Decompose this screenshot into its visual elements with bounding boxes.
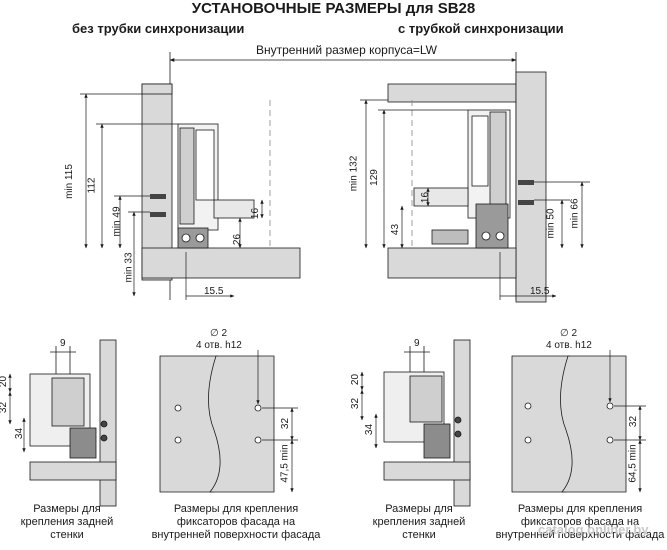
right-dimension-lines bbox=[360, 99, 590, 300]
dim-43: 43 bbox=[390, 223, 402, 236]
inner-width-label: Внутренний размер корпуса=LW bbox=[256, 43, 438, 57]
bl-rear-dims bbox=[8, 351, 76, 453]
br-dim-32: 32 bbox=[350, 397, 362, 410]
page-title: УСТАНОВОЧНЫЕ РАЗМЕРЫ для SB28 bbox=[191, 0, 476, 17]
br-front-32: 32 bbox=[628, 415, 640, 428]
br-front-dims bbox=[608, 350, 646, 493]
dim-min115: min 115 bbox=[63, 164, 75, 199]
left-cabinet-panels bbox=[141, 83, 301, 281]
bl-dim-32: 32 bbox=[0, 401, 10, 414]
bl-rear-drawing bbox=[29, 339, 117, 507]
caption-front-left: Размеры для крепления фиксаторов фасада … bbox=[151, 503, 321, 541]
bl-dim-34: 34 bbox=[14, 427, 26, 440]
dim-min132: min 132 bbox=[348, 155, 360, 192]
dim-112: 112 bbox=[86, 177, 98, 194]
right-screws bbox=[518, 180, 534, 205]
dim-15-5-right: 15.5 bbox=[530, 286, 550, 297]
dim-16: 16 bbox=[250, 207, 262, 220]
br-dim-20: 20 bbox=[350, 373, 362, 386]
dim-16-right: 16 bbox=[420, 191, 432, 204]
bl-diam: ∅ 2 bbox=[210, 328, 228, 339]
dim-129: 129 bbox=[368, 169, 380, 186]
bl-front-dims bbox=[256, 350, 298, 493]
bl-front-min: 47,5 min bbox=[279, 444, 291, 483]
left-screws bbox=[150, 194, 166, 217]
bl-holes: 4 отв. h12 bbox=[196, 340, 242, 351]
watermark: catalog.onliner.by bbox=[538, 522, 649, 537]
right-runner-profile bbox=[413, 109, 511, 249]
dim-min66: min 66 bbox=[569, 198, 581, 229]
bl-front-32: 32 bbox=[280, 417, 292, 430]
right-section-title: с трубкой синхронизации bbox=[398, 21, 564, 36]
br-dim-34: 34 bbox=[364, 423, 376, 436]
bl-dim-20: 20 bbox=[0, 375, 10, 388]
br-rear-dims bbox=[360, 351, 430, 449]
caption-front-right: Размеры для крепления фиксаторов фасада … bbox=[495, 503, 665, 541]
dim-26: 26 bbox=[232, 233, 244, 246]
right-cabinet-panels bbox=[387, 71, 547, 303]
dim-min50: min 50 bbox=[545, 208, 557, 239]
left-section-title: без трубки синхронизации bbox=[72, 21, 245, 36]
br-holes: 4 отв. h12 bbox=[546, 340, 592, 351]
br-front-panel bbox=[511, 355, 627, 493]
dim-min33: min 33 bbox=[123, 252, 135, 283]
br-diam: ∅ 2 bbox=[560, 328, 578, 339]
caption-rear-right: Размеры для крепления задней стенки bbox=[372, 503, 466, 541]
bl-front-panel bbox=[159, 355, 275, 493]
dim-15-5-left: 15.5 bbox=[204, 286, 224, 297]
left-runner-profile bbox=[177, 123, 255, 249]
br-dim-9: 9 bbox=[414, 338, 420, 349]
br-rear-drawing bbox=[383, 339, 471, 507]
caption-rear-left: Размеры для крепления задней стенки bbox=[20, 503, 114, 541]
br-front-min: 64,5 min bbox=[627, 444, 639, 483]
dim-min49: min 49 bbox=[111, 206, 123, 237]
bl-dim-9: 9 bbox=[60, 338, 66, 349]
left-dimension-lines bbox=[80, 93, 264, 300]
